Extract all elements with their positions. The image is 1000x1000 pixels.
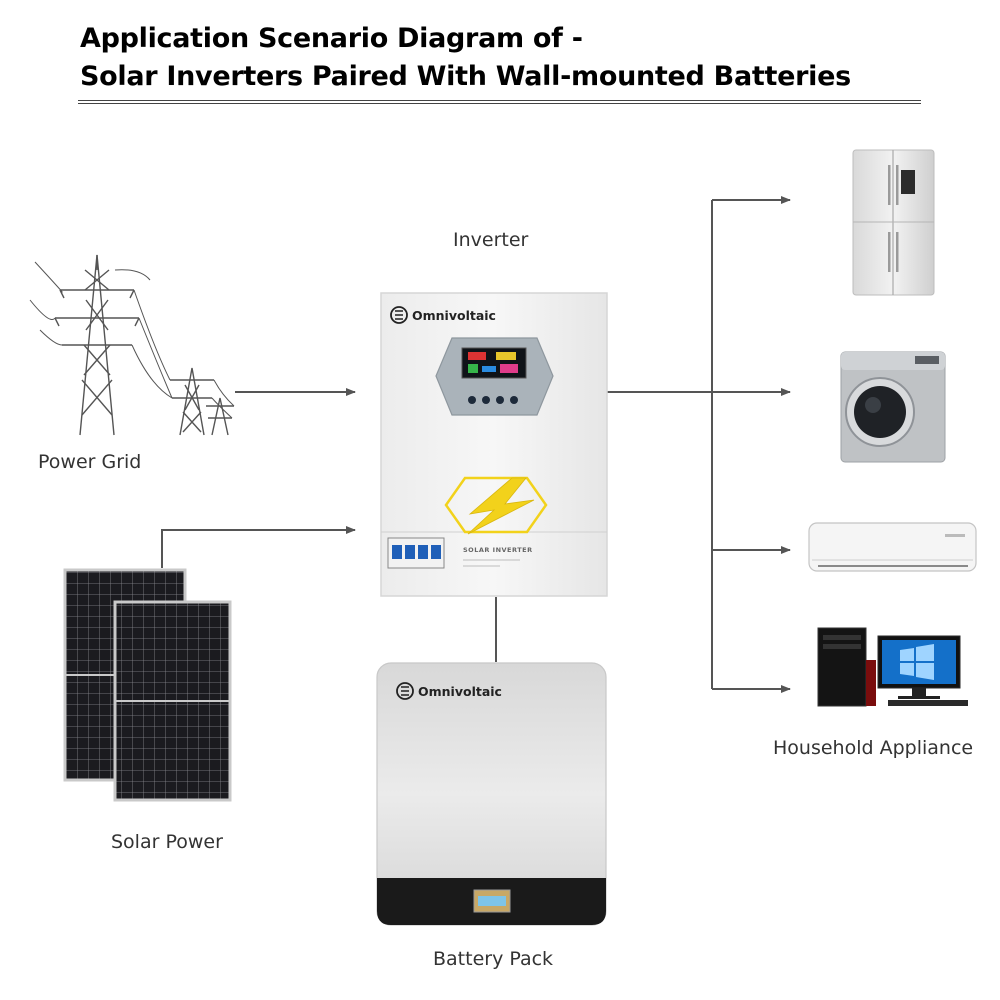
- inverter-panel-text: SOLAR INVERTER: [463, 546, 533, 554]
- air-conditioner-icon: [808, 522, 977, 572]
- inverter-buttons[interactable]: [468, 396, 518, 404]
- battery-brand: Omnivoltaic: [418, 684, 502, 699]
- solar-power-label: Solar Power: [111, 831, 223, 853]
- desktop-computer-icon: [817, 627, 968, 707]
- title-line-2: Solar Inverters Paired With Wall-mounted…: [80, 61, 851, 92]
- refrigerator-icon: [852, 149, 935, 296]
- inverter-brand: Omnivoltaic: [412, 308, 496, 323]
- solar-to-inverter-arrow: [161, 526, 356, 568]
- connectors: [161, 196, 791, 693]
- battery-pack-label: Battery Pack: [433, 948, 554, 970]
- diagram-title: Application Scenario Diagram of - Solar …: [80, 20, 940, 96]
- battery-logo-icon: [396, 682, 414, 700]
- battery-pack-unit: Omnivoltaic: [376, 662, 607, 926]
- title-underline: [78, 100, 921, 104]
- power-grid-icon: [29, 254, 235, 436]
- inverter-unit: Omnivoltaic SOLAR INVERTER: [380, 292, 608, 597]
- lightning-icon: [467, 477, 535, 535]
- washing-machine-icon: [840, 351, 946, 463]
- household-appliance-label: Household Appliance: [773, 737, 974, 759]
- power-grid-label: Power Grid: [38, 451, 142, 473]
- inverter-lightning-badge: [444, 476, 548, 534]
- inverter-label: Inverter: [453, 229, 529, 251]
- solar-panels-icon: [63, 568, 232, 802]
- inverter-logo-icon: [390, 306, 408, 324]
- breaker-switch-icon: [387, 537, 445, 569]
- title-line-1: Application Scenario Diagram of -: [80, 23, 583, 54]
